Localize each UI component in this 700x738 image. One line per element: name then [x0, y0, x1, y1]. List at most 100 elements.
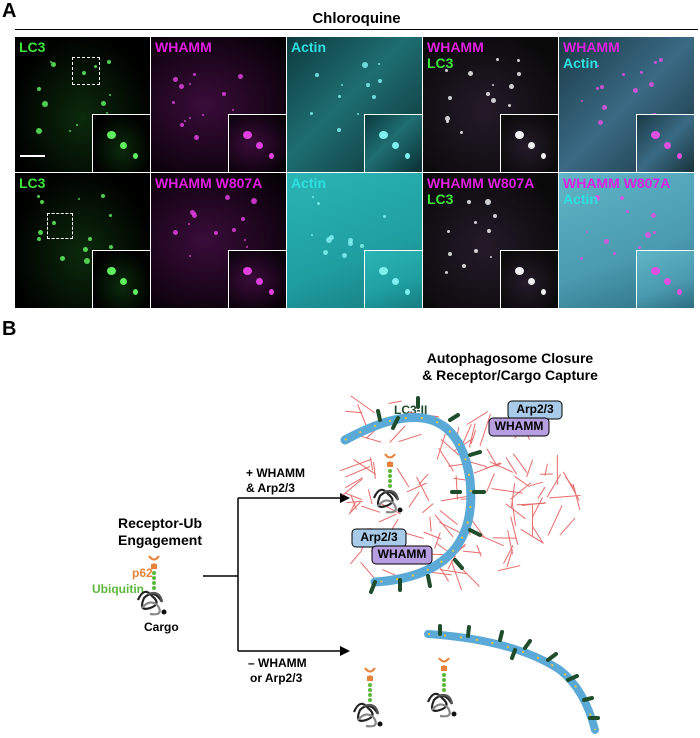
inset-puncta	[541, 289, 546, 295]
channel-label-line: WHAMM	[563, 39, 620, 55]
puncta	[312, 196, 314, 198]
puncta	[659, 58, 663, 62]
whamm-label-bottom: WHAMM	[377, 547, 427, 561]
channel-label: LC3	[19, 175, 45, 191]
actin-filament	[416, 476, 430, 502]
channel-label-line: Actin	[563, 55, 598, 71]
cargo-strand	[141, 601, 161, 616]
cargo-uncaptured-1	[352, 667, 383, 728]
puncta	[38, 230, 43, 235]
actin-filament	[510, 516, 519, 545]
inset-puncta	[392, 278, 399, 285]
puncta	[52, 221, 56, 225]
puncta	[468, 71, 473, 76]
puncta	[40, 200, 44, 204]
puncta	[311, 234, 313, 236]
ubiquitin-bead	[152, 586, 156, 590]
ubiquitin-bead	[442, 683, 446, 687]
ubiquitin-bead	[442, 678, 446, 682]
puncta	[194, 135, 199, 140]
puncta	[241, 217, 245, 221]
puncta	[214, 231, 218, 235]
puncta	[620, 196, 624, 200]
channel-label-line: Actin	[563, 191, 598, 207]
lc3ii-spike	[453, 558, 464, 570]
panel-b-letter: B	[2, 318, 17, 340]
lc3ii-spike	[510, 648, 517, 660]
channel-label-line: WHAMM	[155, 39, 212, 55]
actin-filament	[549, 495, 581, 499]
lc3ii-spike	[566, 674, 579, 682]
puncta	[366, 83, 370, 87]
puncta	[106, 112, 108, 114]
puncta	[315, 73, 319, 77]
actin-filament	[436, 433, 446, 460]
puncta	[69, 130, 71, 132]
puncta	[341, 84, 343, 86]
ubiquitin-bead	[152, 571, 156, 575]
puncta	[491, 98, 496, 103]
actin-filament	[353, 459, 377, 476]
puncta	[76, 124, 78, 126]
inset-puncta	[269, 289, 274, 295]
actin-filament	[521, 502, 547, 506]
actin-filament	[367, 489, 373, 505]
actin-filament	[432, 553, 446, 556]
actin-filament	[440, 439, 460, 456]
puncta	[188, 223, 190, 225]
ubiquitin-bead	[368, 698, 372, 702]
actin-filament	[466, 411, 489, 425]
actin-filament	[505, 503, 526, 520]
engagement-title-line-2: Engagement	[117, 532, 202, 548]
puncta	[109, 214, 112, 217]
actin-filament	[434, 532, 441, 549]
puncta	[633, 88, 638, 93]
inset-puncta	[664, 142, 671, 149]
actin-filament	[350, 494, 357, 510]
engagement-title-line-1: Receptor-Ub	[117, 515, 202, 531]
actin-filament	[447, 555, 456, 570]
puncta	[474, 249, 478, 253]
lc3ii-spike	[468, 450, 482, 457]
actin-filament	[406, 482, 427, 493]
cargo-label: Cargo	[144, 620, 179, 634]
p62-arms	[148, 555, 160, 561]
puncta	[317, 202, 320, 205]
puncta	[448, 252, 452, 256]
puncta	[509, 84, 514, 89]
puncta	[189, 117, 191, 119]
actin-filament	[572, 483, 581, 511]
ubiquitin-bead	[152, 576, 156, 580]
puncta	[447, 230, 450, 233]
actin-filament	[350, 552, 361, 565]
actin-filament	[489, 461, 514, 473]
puncta	[78, 198, 80, 200]
inset-puncta	[379, 131, 388, 139]
actin-filament	[526, 459, 534, 478]
puncta	[180, 123, 184, 127]
ubiquitin-bead	[442, 673, 446, 677]
puncta	[496, 58, 499, 61]
puncta	[383, 215, 386, 218]
actin-filament	[345, 410, 363, 414]
channel-label-line: WHAMM	[427, 39, 484, 55]
lc3ii-spike	[426, 574, 432, 588]
title-underline	[15, 29, 698, 30]
puncta	[448, 96, 452, 100]
actin-filament	[398, 433, 422, 442]
puncta	[613, 252, 616, 255]
puncta	[107, 60, 111, 64]
puncta	[362, 62, 368, 68]
actin-filament	[373, 461, 376, 479]
puncta	[357, 113, 359, 115]
actin-filament	[512, 453, 528, 473]
puncta	[101, 101, 106, 106]
inset-puncta	[243, 131, 252, 139]
inset-puncta	[677, 153, 682, 159]
actin-filament	[439, 510, 458, 525]
micrograph-row1-3: Actin	[287, 37, 422, 172]
arp23-label-bottom: Arp2/3	[360, 530, 398, 544]
puncta	[37, 195, 40, 198]
